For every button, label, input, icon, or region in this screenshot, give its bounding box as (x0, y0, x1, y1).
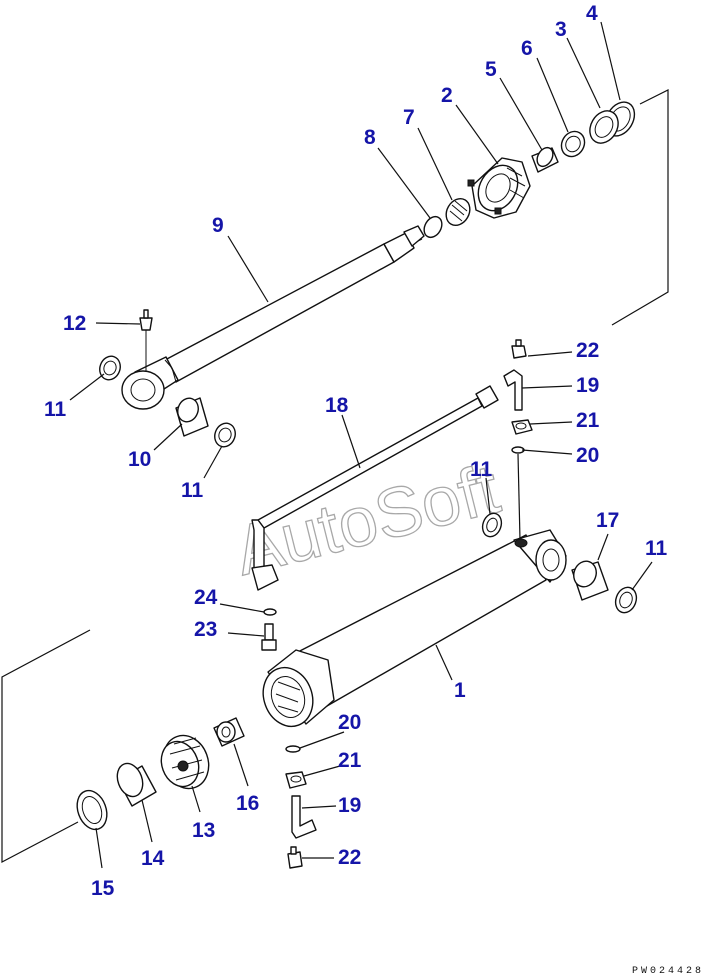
callout-15: 15 (91, 877, 115, 900)
part-5-bushing (531, 146, 559, 173)
callout-21-top: 21 (576, 409, 600, 432)
callout-8: 8 (364, 126, 376, 149)
callout-19-top: 19 (576, 374, 599, 397)
part-24-washer (263, 608, 277, 616)
part-11-seal-right-top (481, 512, 503, 538)
part-12-grease-fitting (139, 309, 153, 372)
part-20-oring-bottom (285, 745, 301, 753)
part-15-ring (76, 789, 108, 831)
callout-9: 9 (212, 214, 224, 237)
part-11-seal-right (614, 586, 638, 614)
callout-6: 6 (521, 37, 533, 60)
callout-22-bottom: 22 (338, 846, 361, 869)
callout-21-bottom: 21 (338, 749, 362, 772)
drawing-id: PW024428 (632, 966, 704, 977)
callout-11-right: 11 (645, 537, 668, 560)
part-22-fitting-bottom (287, 846, 303, 869)
part-22-fitting-top (511, 339, 527, 359)
part-16-nut (213, 717, 245, 747)
callout-18: 18 (325, 394, 349, 417)
part-13-piston (160, 734, 210, 790)
part-18-tube (251, 385, 499, 591)
callout-20-top: 20 (576, 444, 599, 467)
callout-16: 16 (236, 792, 259, 815)
callout-14: 14 (141, 847, 165, 870)
callout-11-right-top: 11 (470, 458, 493, 481)
part-6-dust-seal (560, 130, 586, 158)
callout-2: 2 (441, 84, 453, 107)
part-3-ring (589, 110, 619, 144)
callout-24: 24 (194, 586, 218, 609)
callout-10: 10 (128, 448, 151, 471)
callout-19-bottom: 19 (338, 794, 361, 817)
callout-12: 12 (63, 312, 86, 335)
part-11-seal-middle (214, 422, 236, 448)
callout-17: 17 (596, 509, 619, 532)
part-7-nut (445, 197, 471, 227)
part-21-nut-top (511, 419, 533, 435)
part-1-cylinder-tube (262, 529, 567, 728)
callout-11-middle: 11 (181, 479, 204, 502)
callout-13: 13 (192, 819, 215, 842)
part-19-elbow-bottom (291, 795, 317, 839)
leader-lines (69, 21, 653, 869)
part-23-bolt (261, 623, 277, 651)
part-10-bushing (175, 397, 209, 437)
part-2-cylinder-head (467, 157, 531, 219)
part-11-seal-upper-left (99, 355, 121, 381)
part-17-bushing (571, 560, 609, 601)
part-8-ring (423, 215, 443, 239)
callout-7: 7 (403, 106, 415, 129)
callout-5: 5 (485, 58, 497, 81)
callout-23: 23 (194, 618, 217, 641)
part-19-elbow-top (503, 369, 523, 411)
callout-11-upper-left: 11 (44, 398, 67, 421)
part-21-nut-bottom (285, 771, 307, 789)
assembly-frame-lines (1, 89, 669, 863)
callout-1: 1 (454, 679, 466, 702)
callout-4: 4 (586, 2, 598, 25)
callout-3: 3 (555, 18, 567, 41)
part-14-ring (116, 762, 157, 807)
callout-22-top: 22 (576, 339, 599, 362)
callouts: 4 3 6 5 2 7 8 9 12 11 10 11 18 22 19 21 … (44, 2, 668, 900)
part-9-piston-rod (121, 225, 425, 410)
callout-20-bottom: 20 (338, 711, 361, 734)
